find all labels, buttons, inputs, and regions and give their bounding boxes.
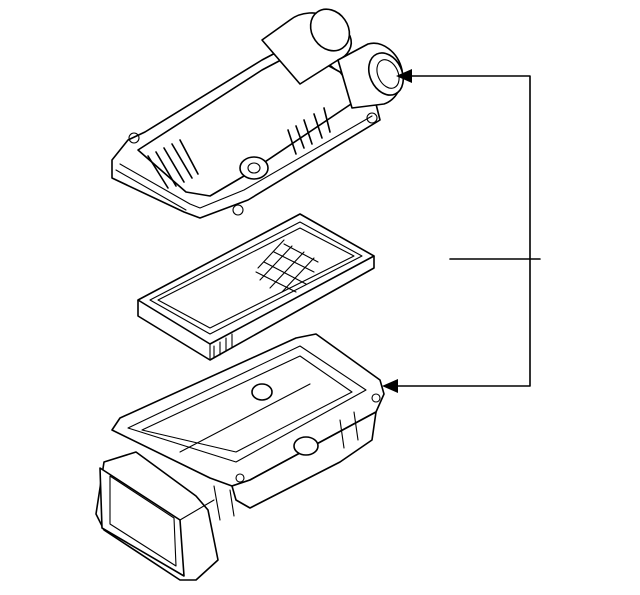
air-cleaner-upper-cover (111, 8, 405, 219)
air-cleaner-lower-housing (95, 333, 385, 581)
callout-bracket (382, 69, 541, 393)
arrow-head-upper (396, 69, 412, 83)
arrow-head-lower (382, 379, 398, 393)
air-filter-element (137, 213, 375, 361)
